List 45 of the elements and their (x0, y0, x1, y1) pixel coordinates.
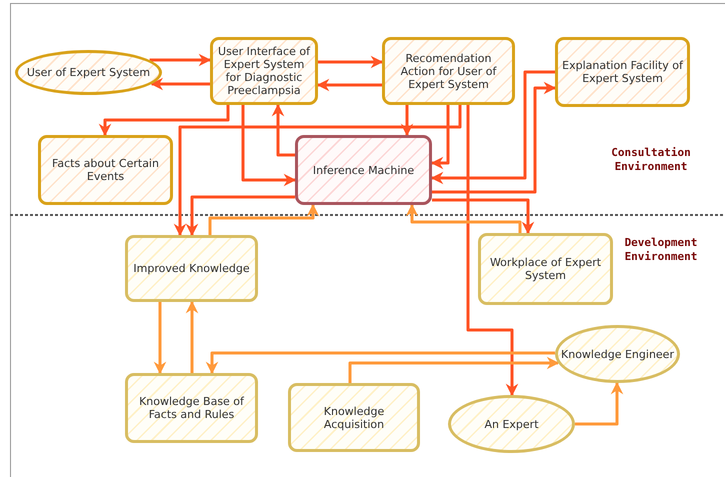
node-label: Knowledge Acquisition (322, 404, 386, 430)
process-box (210, 37, 318, 105)
arrow (406, 204, 522, 233)
node-label: Workplace of Expert System (488, 256, 602, 282)
process-box (288, 383, 420, 452)
arrow (154, 302, 166, 374)
process-box (555, 37, 690, 107)
node-label: User of Expert System (26, 66, 150, 79)
arrow (150, 54, 212, 66)
arrow (186, 196, 295, 236)
arrow (174, 105, 462, 236)
arrow (186, 300, 198, 373)
arrow (150, 78, 210, 90)
arrow (242, 105, 296, 186)
process-box (38, 135, 173, 205)
node-label: An Expert (484, 418, 539, 430)
process-box (382, 37, 515, 105)
arrow (400, 105, 414, 136)
region-label: Consultation Environment (610, 146, 692, 174)
node-label: Knowledge Base of Facts and Rules (138, 395, 246, 421)
arrow (206, 352, 556, 374)
arrow (466, 105, 518, 396)
arrow (348, 356, 560, 383)
arrow (98, 105, 230, 136)
arrow (318, 56, 384, 68)
node-label: Explanation Facility of Expert System (561, 59, 684, 85)
node-label: Inference Machine (312, 164, 414, 176)
process-box (295, 135, 432, 205)
arrow (208, 204, 320, 235)
node-label: Recomendation Action for User of Expert System (400, 52, 498, 90)
arrow (272, 104, 295, 156)
node-label: Knowledge Engineer (561, 348, 674, 360)
process-box (125, 373, 258, 443)
node-label: Facts about Certain Events (51, 157, 160, 183)
arrow (575, 382, 624, 426)
node-label: Improved Knowledge (133, 262, 250, 275)
process-box (125, 235, 258, 302)
arrow (430, 70, 555, 184)
node-label: User Interface of Expert System for Diagnostic Preeclampsia (217, 45, 312, 97)
arrow (432, 82, 556, 194)
arrow (432, 198, 534, 234)
region-label: Development Environment (624, 236, 698, 264)
arrow (316, 78, 382, 92)
arrow (430, 105, 450, 170)
process-box (478, 233, 613, 305)
